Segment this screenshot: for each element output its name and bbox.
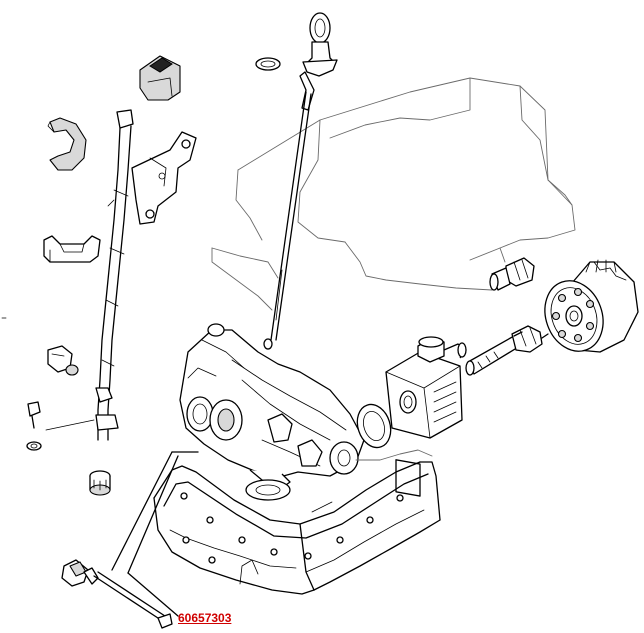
small-clip [47,345,79,376]
drain-plug [89,470,111,496]
bolt-and-washer [26,401,42,451]
engine-block-outline [211,77,576,311]
upper-clamp [139,55,181,101]
oil-pressure-sensor [489,257,535,291]
c-clip [47,117,87,171]
cooler-hollow-bolt [465,325,549,376]
tube-mounting-bracket [131,131,197,225]
oil-pump-housing [179,323,365,501]
oil-cooler [385,336,467,497]
o-ring-small [255,57,281,71]
oil-cooler-gasket [356,403,392,449]
oil-level-sensor [61,559,173,629]
dipstick-guide-tube [95,109,134,441]
part-number-label[interactable]: 60657303 [178,611,232,625]
saddle-clamp [43,235,101,263]
oil-filter [544,259,639,353]
part-callout-leader [111,451,199,617]
dipstick [263,12,338,350]
leader-bolt-to-bracket [45,419,95,431]
oil-sump [153,449,441,595]
